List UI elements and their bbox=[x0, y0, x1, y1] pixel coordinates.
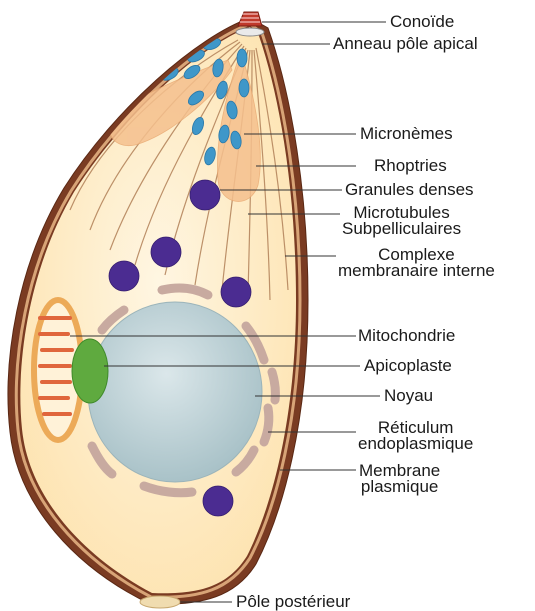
label-pole-posterieur: Pôle postérieur bbox=[236, 593, 350, 610]
label-microtubules: Microtubules Subpelliculaires bbox=[342, 205, 461, 237]
label-reticulum: Réticulum endoplasmique bbox=[358, 420, 473, 452]
label-micronemes: Micronèmes bbox=[360, 125, 453, 142]
nucleus bbox=[88, 302, 262, 482]
label-granules-denses: Granules denses bbox=[345, 181, 474, 198]
label-rhoptries: Rhoptries bbox=[374, 157, 447, 174]
apical-polar-ring bbox=[236, 28, 264, 36]
label-anneau-pole-apical: Anneau pôle apical bbox=[333, 35, 478, 52]
label-complexe: Complexe membranaire interne bbox=[338, 247, 495, 279]
conoid bbox=[238, 12, 262, 26]
label-membrane-line2: plasmique bbox=[359, 479, 440, 495]
label-mitochondrie: Mitochondrie bbox=[358, 327, 455, 344]
label-membrane: Membrane plasmique bbox=[359, 463, 440, 495]
posterior-pole bbox=[140, 596, 180, 608]
apicoplast bbox=[72, 339, 108, 403]
label-microtubules-line2: Subpelliculaires bbox=[342, 221, 461, 237]
label-conoide: Conoïde bbox=[390, 13, 454, 30]
label-apicoplaste: Apicoplaste bbox=[364, 357, 452, 374]
label-noyau: Noyau bbox=[384, 387, 433, 404]
label-complexe-line2: membranaire interne bbox=[338, 263, 495, 279]
label-reticulum-line2: endoplasmique bbox=[358, 436, 473, 452]
